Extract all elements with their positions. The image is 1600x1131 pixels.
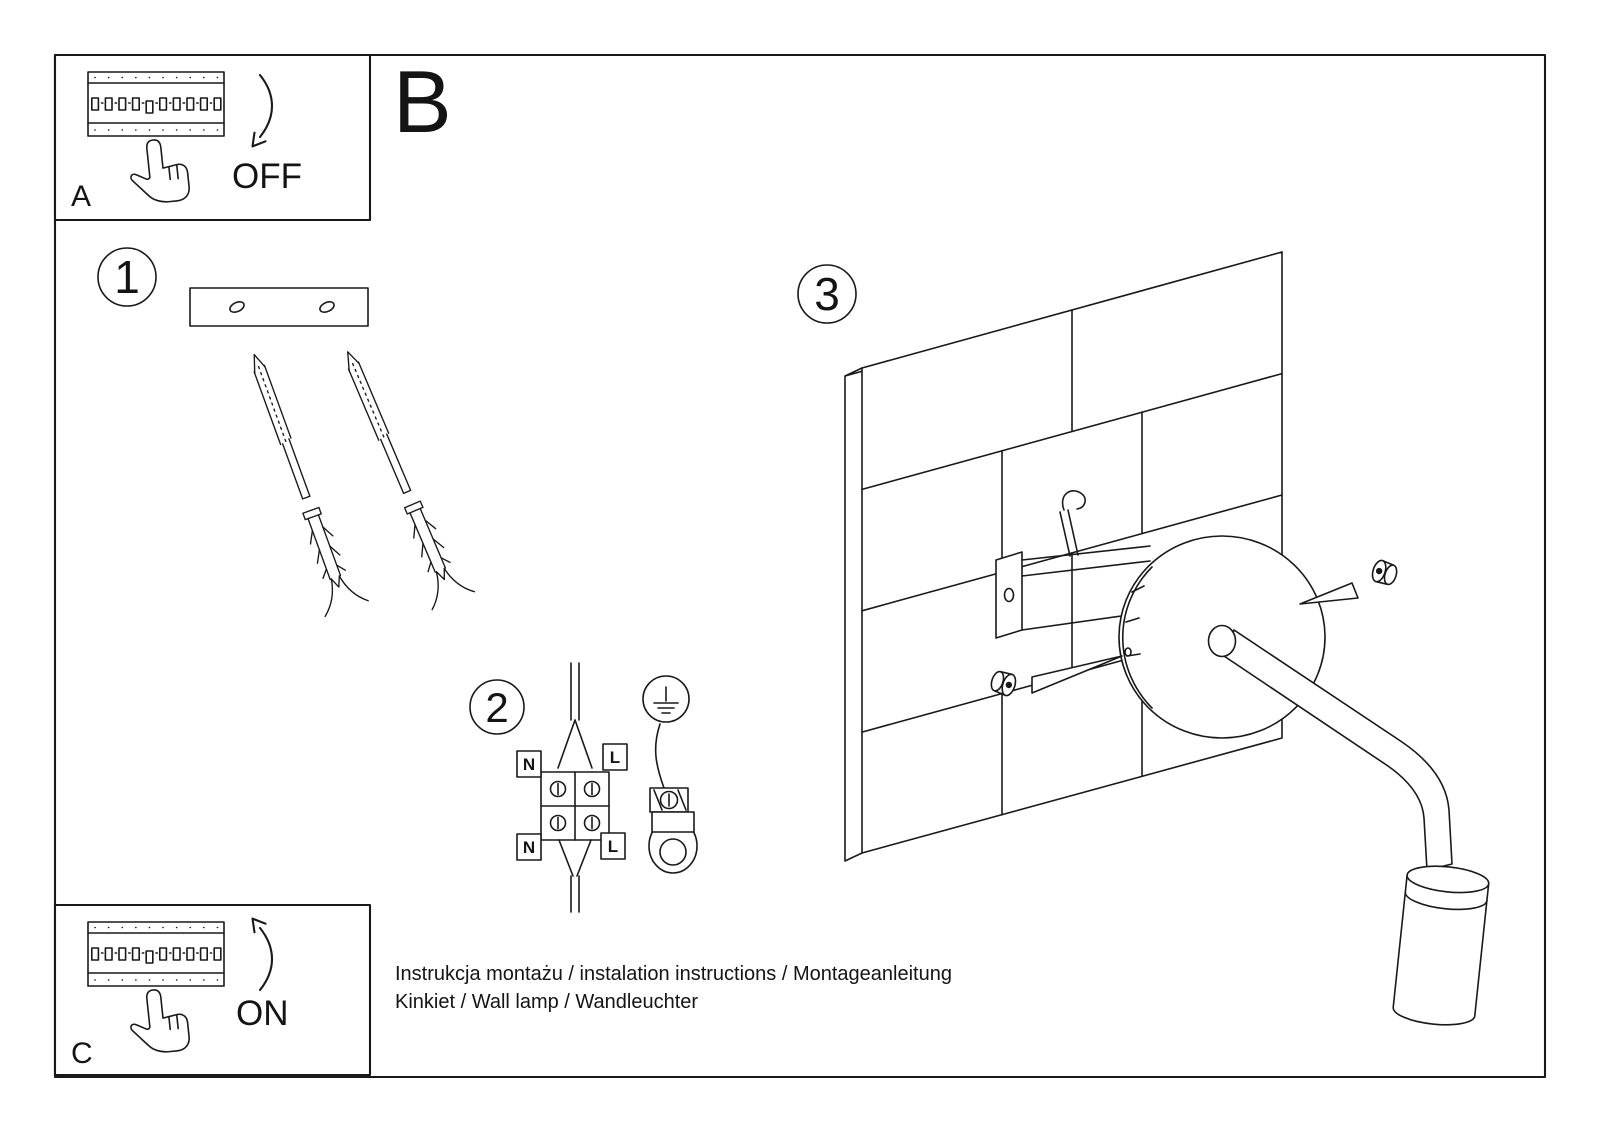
step-3-number: 3: [814, 268, 840, 320]
mounting-screw-left: [990, 655, 1123, 697]
on-label: ON: [236, 994, 289, 1033]
lamp-arm: [1220, 629, 1453, 871]
page-frame: [53, 53, 1547, 1079]
hook-wire: [1061, 490, 1086, 511]
svg-text:N: N: [523, 755, 535, 774]
insert-arrow-left-icon: [1031, 655, 1123, 694]
svg-text:L: L: [610, 748, 620, 767]
wall-anchor-right: [325, 342, 476, 611]
footer-caption: Instrukcja montażu / instalation instruc…: [395, 963, 952, 1013]
curved-arrow-on-icon: [251, 917, 273, 992]
panel-a: OFF A: [53, 53, 372, 222]
wire-label-l-top: L: [602, 743, 628, 771]
wall-bracket: [995, 490, 1151, 639]
mains-cable-bottom: [558, 839, 592, 913]
caption-line-2: Kinkiet / Wall lamp / Wandleuchter: [395, 991, 698, 1013]
svg-text:L: L: [608, 837, 618, 856]
mounting-plate: [189, 287, 369, 327]
panel-c-letter: C: [71, 1037, 93, 1070]
breaker-panel-icon: [87, 921, 225, 987]
panel-a-letter: A: [71, 180, 91, 213]
lamp-socket: [1392, 865, 1490, 1026]
step-1-badge: 1: [97, 247, 157, 307]
step-2-number: 2: [485, 684, 508, 731]
step-2: 2 N L N L: [469, 662, 698, 913]
terminal-block: [540, 771, 610, 841]
wire-label-n-top: N: [516, 750, 542, 778]
ground-terminal: [649, 723, 689, 813]
lamp-bracket: [648, 811, 698, 874]
wire-label-l-bottom: L: [600, 832, 626, 860]
step-1: 1: [97, 247, 476, 618]
caption-line-1: Instrukcja montażu / instalation instruc…: [395, 963, 952, 985]
breaker-panel-icon: [87, 71, 225, 137]
ground-symbol-icon: [642, 675, 690, 723]
mounting-screw-right: [1299, 559, 1398, 605]
wire-label-n-bottom: N: [516, 833, 542, 861]
mains-cable-top: [557, 662, 593, 769]
step-3: 3: [797, 251, 1490, 1026]
panel-c: ON C: [53, 903, 372, 1077]
canopy-screw-hole: [1124, 647, 1132, 657]
step-3-badge: 3: [797, 264, 857, 324]
section-label-b: B: [393, 52, 452, 151]
step-1-number: 1: [114, 251, 140, 303]
wall-anchor-left: [231, 346, 369, 618]
off-label: OFF: [232, 157, 302, 196]
insert-arrow-right-icon: [1299, 582, 1359, 605]
step-2-badge: 2: [469, 679, 525, 735]
curved-arrow-off-icon: [251, 73, 273, 148]
canopy-hub: [1207, 624, 1237, 658]
svg-text:N: N: [523, 838, 535, 857]
